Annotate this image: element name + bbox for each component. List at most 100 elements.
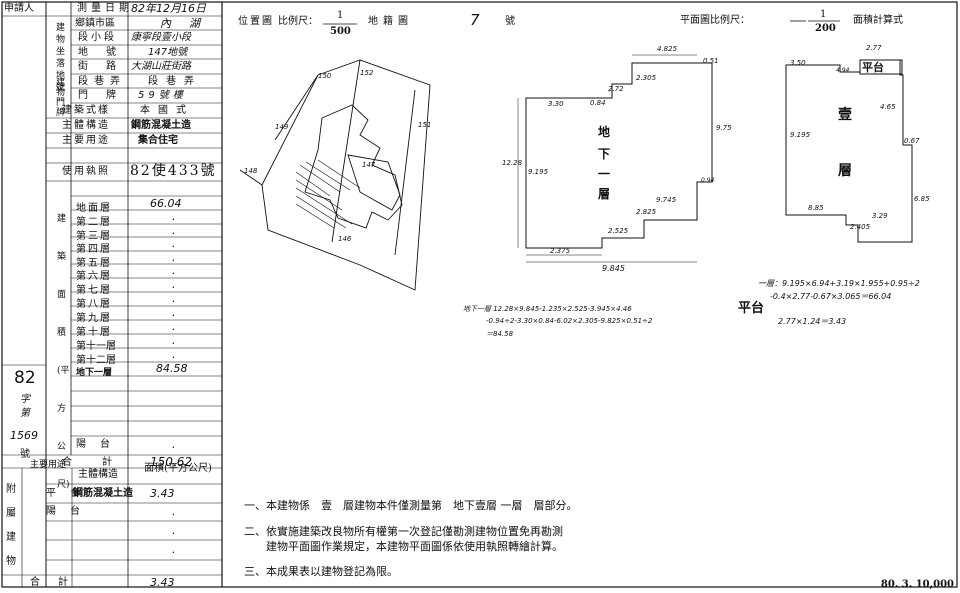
basement-label: 層 bbox=[598, 187, 611, 201]
license-value: 82使433號 bbox=[130, 163, 217, 179]
floor-plan-scale-den: 200 bbox=[815, 23, 836, 34]
floor-plan-suffix: 面積計算式 bbox=[853, 15, 903, 26]
platform-label: 平台 bbox=[862, 61, 884, 74]
door-group-label: 建物門牌 bbox=[56, 78, 66, 118]
dim-label: 2.72 bbox=[608, 85, 624, 93]
survey-date-label: 測量日期 bbox=[77, 3, 133, 14]
parcel-label-147: 147 bbox=[362, 161, 376, 169]
area-group-label: 建築面積(平方公尺) bbox=[57, 214, 70, 490]
dim-label: 8.85 bbox=[808, 204, 824, 212]
parcel-label-146: 146 bbox=[338, 235, 352, 243]
cadastral-map-number: 7 bbox=[470, 11, 480, 29]
parcel-label-148: 148 bbox=[244, 167, 258, 175]
basement-label: 地 bbox=[598, 125, 611, 139]
platform-label-2: 平台 bbox=[738, 301, 765, 316]
side-serial: 1569 bbox=[10, 429, 38, 442]
formula-first-floor: -0.4×2.77-0.67×3.065＝66.04 bbox=[770, 292, 892, 301]
section-label: 段小段 bbox=[78, 32, 117, 43]
formula-platform: 2.77×1.24＝3.43 bbox=[778, 317, 847, 326]
basement-label: 下 bbox=[598, 147, 611, 161]
dim-label: 6.85 bbox=[914, 195, 930, 203]
dim-label: 2.825 bbox=[636, 208, 657, 216]
annex-area-label: 面積(平方公尺) bbox=[144, 463, 212, 474]
dim-label: 9.195 bbox=[790, 131, 811, 139]
annex-use-label: 主要用途 bbox=[30, 460, 67, 470]
dim-label: 3.50 bbox=[790, 59, 806, 67]
note-4: 三、本成果表以建物登記為限。 bbox=[244, 565, 398, 578]
note-2: 二、依實施建築改良物所有權第一次登記僅勘測建物位置免再勘測 bbox=[244, 525, 563, 538]
basement-plan bbox=[525, 62, 713, 249]
dim-label: 0.84 bbox=[590, 99, 606, 107]
side-number: 82 bbox=[14, 368, 36, 388]
floor-plan-title: 平面圖比例尺： bbox=[680, 15, 750, 26]
annex-structure-label: 主體構造 bbox=[78, 469, 118, 480]
annex-total-value: 3.43 bbox=[150, 576, 175, 589]
dim-label: 2.525 bbox=[608, 227, 629, 235]
floor-plan-scale-num: 1 bbox=[820, 9, 827, 20]
formula-first-floor: 一層：9.195×6.94+3.19×1.955+0.95÷2 bbox=[758, 279, 920, 288]
street-value: 大湖山莊街路 bbox=[131, 61, 191, 72]
first-floor-label: 壹 bbox=[838, 107, 852, 123]
structure-label: 主體構造 bbox=[62, 120, 110, 131]
footer-code: 80. 3. 10,000 bbox=[880, 579, 954, 590]
cadastral-map-suffix: 號 bbox=[505, 16, 515, 27]
parcel-label-149: 149 bbox=[275, 123, 289, 131]
location-scale-den: 500 bbox=[330, 26, 351, 37]
formula-basement: -0.94÷2-3.30×0.84-6.02×2.305-9.825×0.51÷… bbox=[486, 317, 653, 325]
dim-label: 4.65 bbox=[880, 103, 896, 111]
dim-label: 3.30 bbox=[548, 100, 564, 108]
dim-label: 2.305 bbox=[636, 74, 657, 82]
note-3: 建物平面圖作業規定，本建物平面圖係依使用執照轉繪計算。 bbox=[244, 540, 563, 553]
dim-label: 9.195 bbox=[528, 168, 549, 176]
dim-label: 2.77 bbox=[866, 44, 882, 52]
cadastral-map-label: 地籍圖 bbox=[368, 16, 413, 27]
total-value: 150.62 bbox=[150, 455, 192, 469]
section-value: 康寧段壹小段 bbox=[131, 32, 191, 43]
applicant-label: 申請人 bbox=[4, 3, 34, 14]
dim-label: 0.67 bbox=[904, 137, 920, 145]
dim-label: 12.28 bbox=[502, 159, 523, 167]
dim-label: 0.51 bbox=[703, 57, 719, 65]
dim-label: 3.29 bbox=[872, 212, 888, 220]
location-map-drawing bbox=[239, 59, 431, 291]
location-map-title: 位置圖 bbox=[238, 16, 274, 27]
district-label: 鄉鎮市區 bbox=[75, 18, 115, 29]
formula-basement: 地下一層 12.28×9.845-1.235×2.525-3.945×4.46 bbox=[463, 305, 632, 313]
first-floor-label: 層 bbox=[838, 163, 852, 179]
total-label: 合計 bbox=[62, 457, 142, 468]
floor-value: 66.04 bbox=[150, 197, 182, 210]
dim-label: 2.405 bbox=[850, 223, 871, 231]
lane-value: 段巷弄 bbox=[148, 76, 202, 87]
location-scale-num: 1 bbox=[337, 10, 344, 21]
style-value: 本國式 bbox=[140, 105, 194, 116]
parcel-label-152: 152 bbox=[360, 69, 374, 77]
balcony-label: 陽台 bbox=[76, 439, 124, 450]
annex-total-label: 合計 bbox=[30, 577, 86, 588]
annex-group-label: 附屬建物 bbox=[6, 484, 16, 567]
door-value: 59號樓 bbox=[138, 90, 187, 101]
parcel-label: 地號 bbox=[78, 47, 134, 58]
building-site-label: 建物坐落地號 bbox=[56, 23, 66, 93]
use-label: 主要用途 bbox=[62, 135, 110, 146]
parcel-value: 147地號 bbox=[148, 47, 188, 58]
dim-label: 2.375 bbox=[550, 247, 571, 255]
use-value: 集合住宅 bbox=[138, 135, 178, 146]
license-label: 使用執照 bbox=[62, 166, 110, 177]
balcony-value: . bbox=[172, 438, 176, 451]
survey-date-value: 82年12月16日 bbox=[131, 2, 206, 15]
style-label: 建築式樣 bbox=[62, 105, 110, 116]
dim-label: 0.94 bbox=[701, 177, 715, 184]
location-scale-label: 比例尺： bbox=[278, 16, 318, 27]
lane-label: 段巷弄 bbox=[78, 76, 126, 87]
door-label: 門牌 bbox=[78, 90, 134, 101]
district-value: 內湖 bbox=[160, 17, 218, 30]
dim-label: 4.94 bbox=[836, 67, 850, 74]
first-floor-plan bbox=[785, 59, 913, 243]
dim-label: 9.845 bbox=[602, 264, 625, 273]
dim-label: 4.825 bbox=[657, 45, 678, 53]
dim-label: 9.745 bbox=[656, 196, 677, 204]
note-1: 一、本建物係 壹 層建物本件僅測量第 地下壹層 一層 層部分。 bbox=[244, 499, 578, 512]
parcel-label-151: 151 bbox=[418, 121, 432, 129]
